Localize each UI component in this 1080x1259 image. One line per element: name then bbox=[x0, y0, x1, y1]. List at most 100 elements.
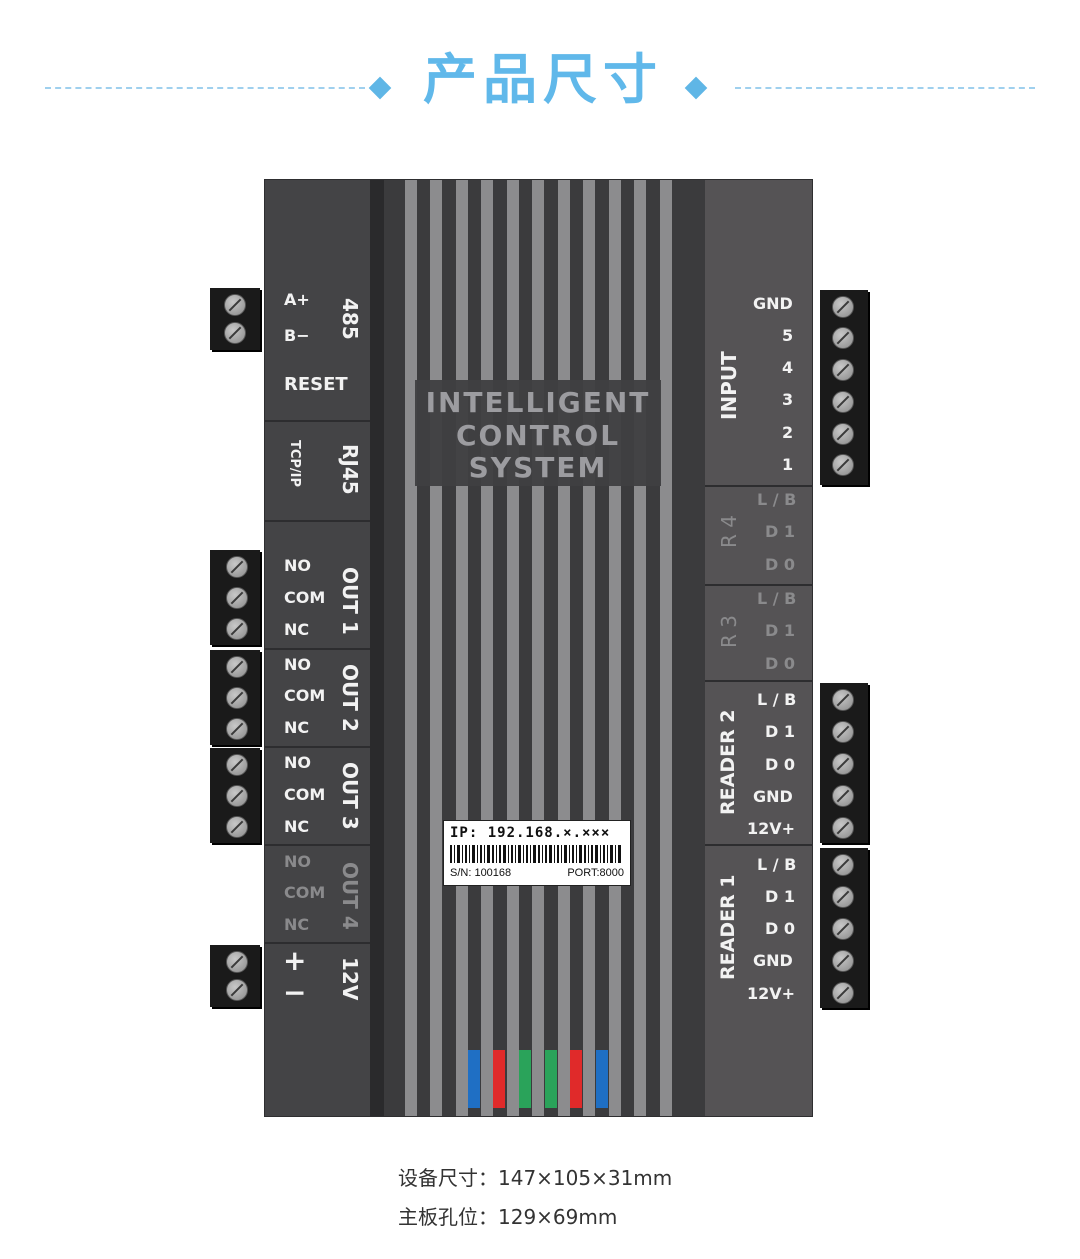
reader2-gnd: GND bbox=[753, 787, 793, 806]
screw-icon[interactable] bbox=[832, 689, 854, 711]
label-out3: OUT 3 bbox=[338, 762, 362, 830]
screw-icon[interactable] bbox=[832, 817, 854, 839]
terminal-block-reader2 bbox=[820, 683, 868, 843]
logo-line-2: CONTROL bbox=[455, 419, 621, 452]
screw-icon[interactable] bbox=[226, 718, 248, 740]
r3-d0: D 0 bbox=[765, 654, 795, 673]
screw-icon[interactable] bbox=[832, 423, 854, 445]
screw-icon[interactable] bbox=[832, 886, 854, 908]
screw-icon[interactable] bbox=[832, 918, 854, 940]
screw-icon[interactable] bbox=[832, 454, 854, 476]
label-reader2: READER 2 bbox=[717, 709, 739, 815]
power-plus: + bbox=[283, 944, 307, 977]
label-reader1: READER 1 bbox=[717, 874, 739, 980]
reader2-lb: L / B bbox=[757, 690, 797, 709]
screw-icon[interactable] bbox=[832, 950, 854, 972]
r4-lb: L / B bbox=[757, 490, 797, 509]
pin-a-plus: A+ bbox=[284, 290, 310, 309]
screw-icon[interactable] bbox=[226, 618, 248, 640]
reader1-d1: D 1 bbox=[765, 887, 795, 906]
led-blue-1 bbox=[468, 1050, 480, 1108]
screw-icon[interactable] bbox=[226, 587, 248, 609]
label-out2: OUT 2 bbox=[338, 664, 362, 732]
r3-d1: D 1 bbox=[765, 621, 795, 640]
screw-icon[interactable] bbox=[832, 982, 854, 1004]
out2-com: COM bbox=[284, 686, 326, 705]
out3-nc: NC bbox=[284, 817, 310, 836]
screw-icon[interactable] bbox=[224, 322, 246, 344]
device-label: IP: 192.168.×.××× S/N: 100168 POR bbox=[443, 820, 631, 886]
reset-label: RESET bbox=[284, 374, 348, 395]
screw-icon[interactable] bbox=[224, 294, 246, 316]
out3-com: COM bbox=[284, 785, 326, 804]
label-tcpip: TCP/IP bbox=[287, 440, 302, 488]
terminal-block-485 bbox=[210, 288, 260, 350]
controller-device: INTELLIGENT CONTROL SYSTEM IP: 192.168.×… bbox=[265, 180, 812, 1116]
ip-address: IP: 192.168.×.××× bbox=[450, 825, 611, 841]
out4-nc: NC bbox=[284, 915, 310, 934]
input-1: 1 bbox=[782, 455, 794, 474]
screw-icon[interactable] bbox=[226, 785, 248, 807]
screw-icon[interactable] bbox=[832, 854, 854, 876]
pin-b-minus: B− bbox=[284, 326, 310, 345]
out3-no: NO bbox=[284, 753, 311, 772]
logo-plate bbox=[415, 380, 661, 486]
led-blue-2 bbox=[596, 1050, 608, 1108]
logo-line-3: SYSTEM bbox=[468, 451, 608, 484]
label-out4: OUT 4 bbox=[338, 862, 362, 930]
screw-icon[interactable] bbox=[226, 816, 248, 838]
screw-icon[interactable] bbox=[832, 327, 854, 349]
out4-com: COM bbox=[284, 883, 326, 902]
power-minus: − bbox=[283, 976, 307, 1009]
screw-icon[interactable] bbox=[832, 391, 854, 413]
r3-lb: L / B bbox=[757, 589, 797, 608]
screw-icon[interactable] bbox=[226, 979, 248, 1001]
input-2: 2 bbox=[782, 423, 794, 442]
screw-icon[interactable] bbox=[832, 296, 854, 318]
label-12v: 12V bbox=[338, 957, 362, 1001]
screw-icon[interactable] bbox=[226, 556, 248, 578]
header-dashed-line-left bbox=[45, 87, 365, 89]
screw-icon[interactable] bbox=[832, 721, 854, 743]
terminal-block-reader1 bbox=[820, 848, 868, 1008]
label-out1: OUT 1 bbox=[338, 567, 362, 635]
out1-nc: NC bbox=[284, 620, 310, 639]
screw-icon[interactable] bbox=[226, 656, 248, 678]
led-red-2 bbox=[570, 1050, 582, 1108]
screw-icon[interactable] bbox=[226, 951, 248, 973]
reader1-12v: 12V+ bbox=[747, 984, 796, 1003]
screw-icon[interactable] bbox=[226, 754, 248, 776]
screw-icon[interactable] bbox=[226, 687, 248, 709]
screw-icon[interactable] bbox=[832, 753, 854, 775]
page-title: 产品尺寸 bbox=[423, 48, 663, 111]
r4-d1: D 1 bbox=[765, 522, 795, 541]
out2-no: NO bbox=[284, 655, 311, 674]
label-input: INPUT bbox=[717, 351, 741, 420]
diamond-icon-left bbox=[368, 76, 392, 100]
reader2-d1: D 1 bbox=[765, 722, 795, 741]
header-dashed-line-right bbox=[735, 87, 1035, 89]
caption-device-size: 设备尺寸：147×105×31mm bbox=[398, 1166, 673, 1190]
caption-mounting-holes: 主板孔位：129×69mm bbox=[398, 1205, 618, 1229]
label-r3: R 3 bbox=[717, 615, 741, 648]
reader2-d0: D 0 bbox=[765, 755, 795, 774]
input-5: 5 bbox=[782, 326, 794, 345]
reader1-gnd: GND bbox=[753, 951, 793, 970]
out4-no: NO bbox=[284, 852, 311, 871]
screw-icon[interactable] bbox=[832, 359, 854, 381]
reader1-lb: L / B bbox=[757, 855, 797, 874]
led-green-2 bbox=[545, 1050, 557, 1108]
terminal-block-out2 bbox=[210, 650, 260, 745]
out1-com: COM bbox=[284, 588, 326, 607]
terminal-block-input bbox=[820, 290, 868, 485]
out1-no: NO bbox=[284, 556, 311, 575]
led-green-1 bbox=[519, 1050, 531, 1108]
out2-nc: NC bbox=[284, 718, 310, 737]
port-number: PORT:8000 bbox=[567, 867, 624, 879]
input-gnd: GND bbox=[753, 294, 793, 313]
input-4: 4 bbox=[782, 358, 794, 377]
screw-icon[interactable] bbox=[832, 785, 854, 807]
serial-number: S/N: 100168 bbox=[450, 867, 512, 879]
label-rj45: RJ45 bbox=[338, 444, 362, 495]
barcode-icon bbox=[450, 845, 621, 863]
